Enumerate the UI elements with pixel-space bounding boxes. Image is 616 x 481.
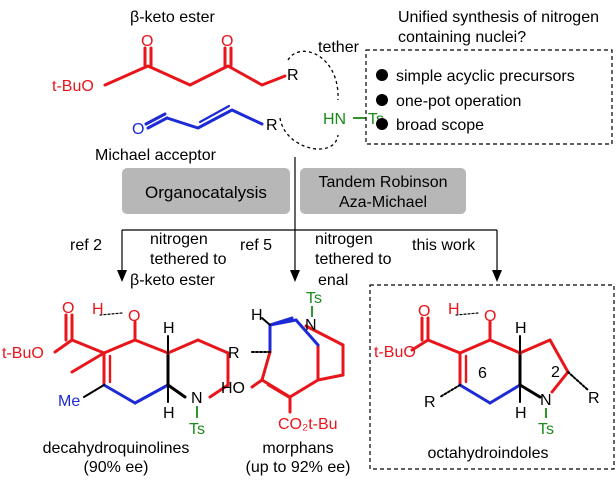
enal-r-group: R [266, 117, 278, 134]
p1-tbuo: t-BuO [2, 345, 44, 362]
arrow-head-right-icon [492, 270, 502, 282]
p3-r-left: R [424, 394, 436, 411]
p3-ts: Ts [538, 421, 554, 438]
this-work-box [369, 284, 615, 470]
p2-hydroxyl: HO [221, 380, 245, 397]
bullet-3-icon [376, 118, 388, 130]
keto-ester-structure [103, 46, 287, 87]
p3-name: octahydroindoles [428, 445, 549, 462]
p2-r-group: R [228, 345, 240, 362]
product-decahydroquinoline: O H O t-BuO H Me N H Ts decahydroquinoli… [2, 300, 230, 476]
method-box-right [300, 168, 466, 214]
method-box-left [122, 168, 290, 214]
p3-r-right: R [588, 390, 600, 407]
method-left-label: Organocatalysis [145, 183, 267, 202]
p2-ee: (up to 92% ee) [246, 459, 351, 476]
reactants-group: β-keto ester O O t-BuO R tether O R Mich… [52, 9, 384, 164]
note2-line-2: tethered to [315, 251, 392, 268]
p1-name: decahydroquinolines [43, 440, 190, 457]
question-line-2: containing nuclei? [398, 29, 526, 46]
feature-item-2: one-pot operation [396, 93, 521, 110]
bullet-1-icon [376, 69, 388, 81]
p1-nitrogen: N [191, 390, 203, 407]
keto-ester-title: β-keto ester [130, 9, 215, 26]
feature-item-1: simple acyclic precursors [396, 68, 575, 85]
question-line-1: Unified synthesis of nitrogen [398, 9, 599, 26]
michael-acceptor-title: Michael acceptor [95, 147, 217, 164]
p1-carbonyl-oxygen: O [62, 300, 74, 317]
ref2-label: ref 2 [70, 237, 102, 254]
p3-ring-locant-6: 6 [478, 365, 487, 382]
keto-ester-oxygen-1: O [141, 33, 153, 50]
note2-line-3: enal [318, 272, 348, 289]
method-right-line-1: Tandem Robinson [319, 174, 448, 191]
note2-line-1: nitrogen [315, 231, 373, 248]
p3-hydroxyl-oxygen: O [484, 308, 496, 325]
product-octahydroindole: O H O t-BuO H 6 2 R R N H Ts octahydroin… [369, 284, 615, 470]
p2-name: morphans [262, 440, 333, 457]
p1-h-top: H [163, 320, 175, 337]
bullet-2-icon [376, 94, 388, 106]
p3-nitrogen: N [540, 392, 552, 409]
feature-item-3: broad scope [396, 117, 484, 134]
tether-arc-bottom [279, 117, 339, 150]
p2-ts: Ts [306, 290, 322, 307]
ref5-label: ref 5 [240, 237, 272, 254]
hn-group: HN [323, 111, 346, 128]
p1-methyl: Me [58, 393, 80, 410]
keto-ester-r-group: R [287, 67, 299, 84]
arrow-head-middle-icon [290, 270, 300, 282]
keto-ester-oxygen-2: O [221, 33, 233, 50]
p1-h-bottom: H [163, 405, 175, 422]
enal-oxygen: O [132, 121, 144, 138]
p1-hydroxyl-oxygen: O [128, 308, 140, 325]
p3-ring-locant-2: 2 [551, 364, 560, 381]
method-right-line-2: Aza-Michael [339, 194, 427, 211]
tether-label: tether [318, 39, 360, 56]
p2-ester: CO₂t-Bu [278, 416, 338, 433]
p3-tbuo: t-BuO [374, 344, 416, 361]
p2-h: H [251, 307, 263, 324]
note1-line-1: nitrogen [150, 231, 208, 248]
tbuo-group: t-BuO [52, 78, 94, 95]
p3-h-top: H [515, 320, 527, 337]
branch-arrows [121, 157, 498, 272]
p1-hydroxyl-h: H [92, 301, 104, 318]
feature-box: simple acyclic precursors one-pot operat… [365, 49, 613, 145]
this-work-label: this work [412, 237, 476, 254]
tether-arc-top [287, 50, 339, 101]
p1-ee: (90% ee) [84, 459, 149, 476]
p2-nitrogen: N [305, 317, 317, 334]
product-morphan: Ts H N R HO CO₂t-Bu morphans (up to 92% … [221, 290, 350, 476]
p3-h-bottom: H [515, 405, 527, 422]
p1-ts: Ts [189, 421, 205, 438]
p3-carbonyl-oxygen: O [418, 303, 430, 320]
note1-line-2: tethered to [150, 251, 227, 268]
arrow-head-left-icon [117, 270, 127, 282]
michael-acceptor-structure [144, 104, 264, 130]
note1-line-3: β-keto ester [130, 272, 215, 289]
p3-hydroxyl-h: H [448, 301, 460, 318]
